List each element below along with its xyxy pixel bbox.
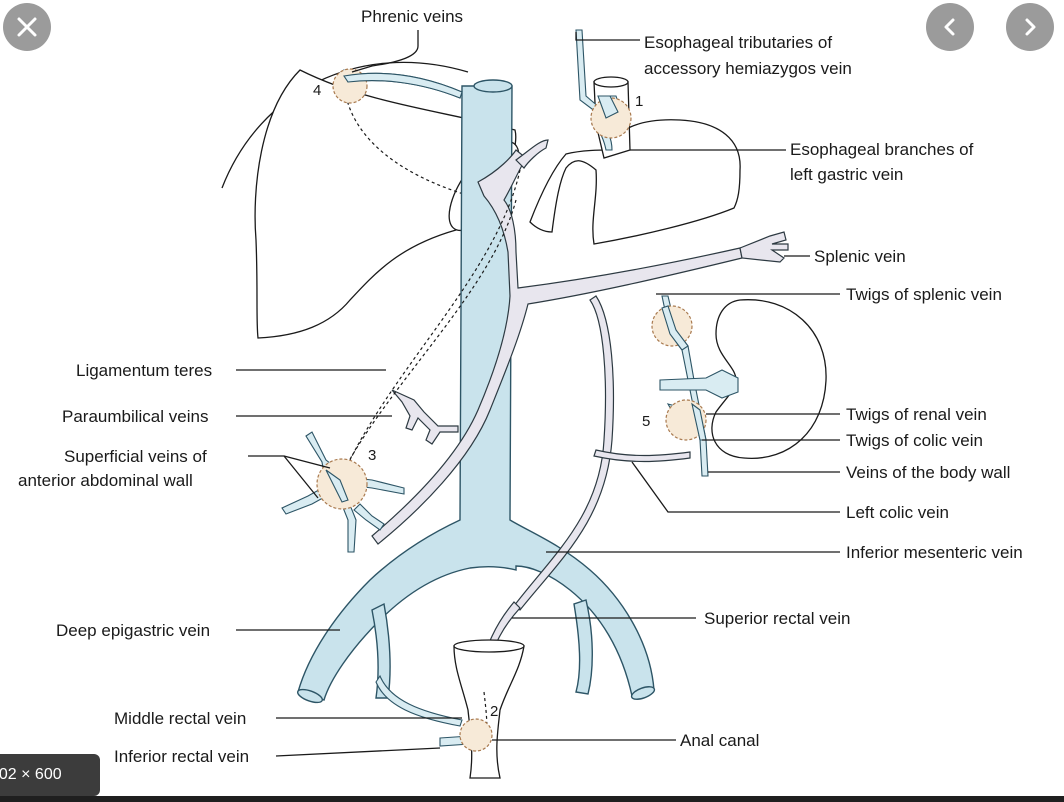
label-superficial-veins-line2: anterior abdominal wall [18, 471, 193, 490]
anastomosis-number-4: 4 [313, 82, 321, 99]
label-esophageal-branches-line2: left gastric vein [790, 165, 903, 184]
anastomosis-number-1: 1 [635, 93, 643, 110]
anastomosis-number-5: 5 [642, 413, 650, 430]
label-superior-rectal: Superior rectal vein [704, 609, 850, 628]
label-ligamentum-teres: Ligamentum teres [76, 361, 212, 380]
label-middle-rectal: Middle rectal vein [114, 709, 246, 728]
label-superficial-veins-line1: Superficial veins of [64, 447, 207, 466]
label-deep-epigastric: Deep epigastric vein [56, 621, 210, 640]
anal-canal [453, 640, 525, 779]
label-phrenic-veins: Phrenic veins [361, 7, 463, 26]
label-splenic-vein: Splenic vein [814, 247, 906, 266]
label-anal-canal: Anal canal [680, 731, 759, 750]
ligamentum-teres-path [349, 169, 521, 461]
liver [254, 69, 517, 339]
label-inferior-rectal: Inferior rectal vein [114, 747, 249, 766]
label-twigs-renal: Twigs of renal vein [846, 405, 987, 424]
leader-lines [236, 30, 840, 757]
label-veins-body-wall: Veins of the body wall [846, 463, 1010, 482]
label-inferior-mesenteric: Inferior mesenteric vein [846, 543, 1023, 562]
close-icon [17, 17, 37, 37]
inferior-vena-cava [297, 85, 655, 701]
anastomosis-2 [459, 718, 493, 752]
chevron-left-icon [944, 18, 955, 36]
label-esophageal-tributaries-line1: Esophageal tributaries of [644, 33, 832, 52]
label-esophageal-branches-line1: Esophageal branches of [790, 140, 974, 159]
anastomosis-number-3: 3 [368, 447, 376, 464]
bottom-bar [0, 796, 1064, 802]
kidney [711, 299, 827, 459]
image-size-badge: 802 × 600 [0, 754, 100, 796]
anastomosis-number-2: 2 [490, 703, 498, 720]
stomach [529, 119, 741, 245]
label-esophageal-tributaries-line2: accessory hemiazygos vein [644, 59, 852, 78]
chevron-right-icon [1025, 18, 1036, 36]
label-paraumbilical-veins: Paraumbilical veins [62, 407, 208, 426]
label-left-colic: Left colic vein [846, 503, 949, 522]
liver-dashed-ligament [345, 95, 471, 197]
portal-vein [371, 149, 743, 545]
label-twigs-colic: Twigs of colic vein [846, 431, 983, 450]
next-image-button[interactable] [1006, 3, 1054, 51]
label-twigs-splenic: Twigs of splenic vein [846, 285, 1002, 304]
anastomosis-1 [590, 97, 632, 139]
image-size-text: 802 × 600 [0, 766, 62, 783]
close-button[interactable] [3, 3, 51, 51]
previous-image-button[interactable] [926, 3, 974, 51]
